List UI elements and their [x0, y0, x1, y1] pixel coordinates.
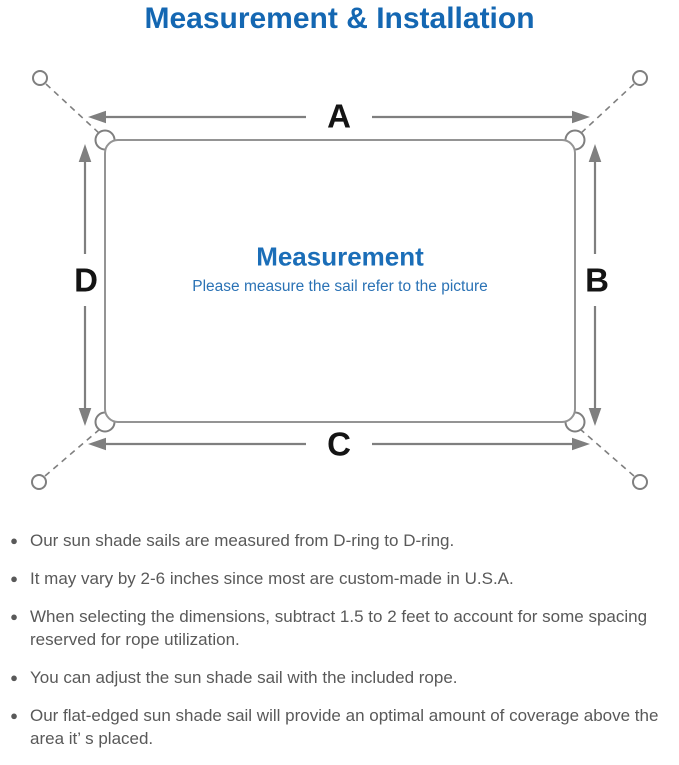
rope-dashed-top-left: [45, 83, 101, 135]
note-item: ● You can adjust the sun shade sail with…: [8, 666, 668, 689]
bullet-icon: ●: [10, 571, 18, 586]
dim-a-arrowhead-right: [572, 110, 590, 124]
bullet-icon: ●: [10, 670, 18, 685]
note-item: ● When selecting the dimensions, subtrac…: [8, 605, 668, 651]
dim-a-arrowhead-left: [88, 110, 106, 124]
note-text: Our sun shade sails are measured from D-…: [30, 531, 455, 550]
dim-label-c: C: [327, 425, 351, 463]
rope-dashed-top-right: [579, 83, 635, 135]
dim-b-arrowhead-bottom: [588, 408, 602, 426]
note-item: ● Our flat-edged sun shade sail will pro…: [8, 704, 668, 750]
dim-label-b: B: [585, 261, 609, 299]
rope-dashed-bottom-left: [44, 428, 101, 477]
note-item: ● It may vary by 2-6 inches since most a…: [8, 567, 668, 590]
dim-c-arrowhead-left: [88, 437, 106, 451]
note-text: When selecting the dimensions, subtract …: [30, 607, 648, 649]
note-text: You can adjust the sun shade sail with t…: [30, 668, 458, 687]
anchor-point-bottom-right: [632, 474, 648, 490]
dim-b-arrowhead-top: [588, 144, 602, 162]
dim-label-d: D: [74, 261, 98, 299]
anchor-point-top-left: [32, 70, 48, 86]
anchor-point-bottom-left: [31, 474, 47, 490]
measurement-subtitle: Please measure the sail refer to the pic…: [192, 278, 488, 295]
dim-label-a: A: [327, 97, 351, 135]
note-text: Our flat-edged sun shade sail will provi…: [30, 706, 659, 748]
note-text: It may vary by 2-6 inches since most are…: [30, 569, 514, 588]
dim-d-arrowhead-top: [78, 144, 92, 162]
page-title: Measurement & Installation: [144, 2, 535, 35]
bullet-icon: ●: [10, 533, 18, 548]
anchor-point-top-right: [632, 70, 648, 86]
bullet-icon: ●: [10, 708, 18, 723]
bullet-icon: ●: [10, 609, 18, 624]
dim-c-arrowhead-right: [572, 437, 590, 451]
sail-measurement-diagram: [31, 70, 648, 490]
sail-rectangle: [104, 139, 576, 423]
measurement-heading: Measurement: [256, 241, 424, 272]
dim-d-arrowhead-bottom: [78, 408, 92, 426]
rope-dashed-bottom-right: [579, 428, 635, 477]
note-item: ● Our sun shade sails are measured from …: [8, 529, 668, 552]
notes-list: ● Our sun shade sails are measured from …: [8, 529, 668, 765]
